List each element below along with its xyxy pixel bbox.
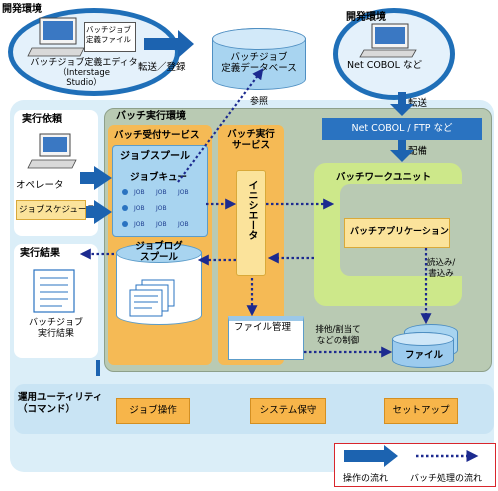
job-spool-label: ジョブスプール	[120, 151, 190, 162]
job-queue-dot	[122, 189, 128, 195]
dev-env-right-inner	[338, 13, 450, 95]
scheduler-box	[16, 200, 86, 220]
job-def-file-label: バッチジョブ 定義ファイル	[86, 25, 131, 44]
initiator-box	[236, 170, 266, 276]
job-log-spool-top	[116, 243, 202, 263]
job-def-db-label: バッチジョブ 定義データベース	[221, 52, 297, 74]
editor-sub1: （Interstage	[57, 68, 111, 78]
job-token: JOB	[134, 221, 145, 228]
dev-env-left-label: 開発環境	[2, 4, 42, 15]
job-def-file-doc	[84, 22, 136, 52]
exec-result-panel	[14, 244, 98, 358]
utility-job-op-button[interactable]	[116, 398, 190, 424]
job-queue-dot	[122, 221, 128, 227]
file-cylinder-top	[392, 332, 454, 346]
utility-title: 運用ユーティリティ （コマンド）	[18, 392, 103, 415]
read-write-label: 読込み/ 書込み	[426, 258, 456, 279]
work-unit-label: バッチワークユニット	[336, 172, 432, 183]
operator-label: オペレータ	[16, 180, 64, 191]
transfer-register-label: 転送／登録	[138, 62, 186, 73]
editor-label: バッチジョブ定義エディタ	[30, 58, 138, 68]
utility-setup-button[interactable]	[384, 398, 458, 424]
dev-env-right-label: 開発環境	[346, 12, 386, 23]
initiator-label: イニシエータ	[246, 180, 257, 240]
reception-service-label: バッチ受付サービス	[114, 130, 200, 141]
batch-app-box	[344, 218, 450, 248]
utility-sys-maint-label: システム保守	[259, 405, 317, 416]
file-manager-box	[228, 316, 304, 360]
utility-setup-label: セットアップ	[392, 405, 450, 416]
dev-env-right-product: Net COBOL など	[347, 60, 422, 71]
transfer-label: 転送	[408, 98, 428, 109]
legend-batch-label: バッチ処理の流れ	[410, 474, 483, 484]
utility-sys-maint-button[interactable]	[250, 398, 326, 424]
file-manager-label: ファイル管理	[234, 322, 292, 333]
deploy-label: 配備	[408, 146, 428, 157]
exec-service-label: バッチ実行 サービス	[227, 129, 275, 151]
batch-env-title: バッチ実行環境	[116, 111, 186, 122]
scheduler-label: ジョブスケジューラ	[19, 205, 95, 215]
job-token: JOB	[178, 221, 189, 228]
job-log-spool-label: ジョブログ スプール	[135, 241, 183, 263]
file-label: ファイル	[405, 350, 444, 361]
editor-sub2: Studio）	[66, 78, 102, 88]
job-queue-rows: JOB JOB JOB JOB JOB JOB JOB JOB	[122, 186, 206, 230]
reference-label: 参照	[250, 97, 269, 107]
exec-request-title: 実行依頼	[22, 114, 62, 125]
batch-app-label: バッチアプリケーション	[350, 227, 449, 237]
job-token: JOB	[134, 205, 145, 212]
legend-operation-label: 操作の流れ	[343, 474, 389, 484]
job-def-db-top	[212, 28, 306, 50]
exec-result-title: 実行結果	[20, 248, 60, 259]
utility-job-op-label: ジョブ操作	[129, 405, 177, 416]
netcobol-ftp-bar	[322, 118, 482, 140]
job-token: JOB	[178, 189, 189, 196]
exec-result-doc-label: バッチジョブ 実行結果	[28, 318, 83, 339]
job-token: JOB	[156, 221, 167, 228]
job-token: JOB	[134, 189, 145, 196]
job-token: JOB	[156, 205, 167, 212]
netcobol-ftp-label: Net COBOL / FTP など	[351, 123, 453, 134]
job-token: JOB	[156, 189, 167, 196]
exclusive-ctrl-label: 排他/割当て などの制御	[315, 325, 361, 346]
job-queue-dot	[122, 205, 128, 211]
job-queue-label: ジョブキュー	[130, 172, 188, 183]
